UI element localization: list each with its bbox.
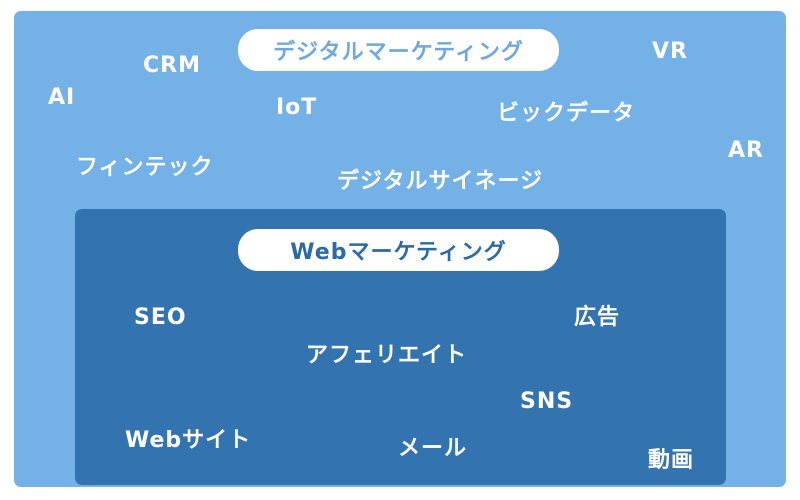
term-vr: VR [652, 39, 688, 64]
term-fintech: フィンテック [76, 155, 214, 180]
term-affiliate: アフェリエイト [306, 343, 468, 368]
term-seo: SEO [134, 305, 187, 330]
term-crm: CRM [143, 53, 201, 78]
term-ai: AI [48, 85, 76, 110]
term-email: メール [398, 436, 468, 461]
term-digital-signage: デジタルサイネージ [337, 169, 544, 194]
term-ar: AR [728, 138, 764, 163]
digital-marketing-title: デジタルマーケティング [238, 29, 559, 71]
term-sns: SNS [520, 389, 574, 414]
web-marketing-title: Webマーケティング [238, 229, 559, 271]
term-advertising: 広告 [574, 305, 621, 330]
term-bigdata: ビックデータ [497, 101, 636, 126]
term-iot: IoT [276, 95, 318, 120]
term-video: 動画 [648, 448, 695, 473]
term-website: Webサイト [125, 428, 252, 453]
